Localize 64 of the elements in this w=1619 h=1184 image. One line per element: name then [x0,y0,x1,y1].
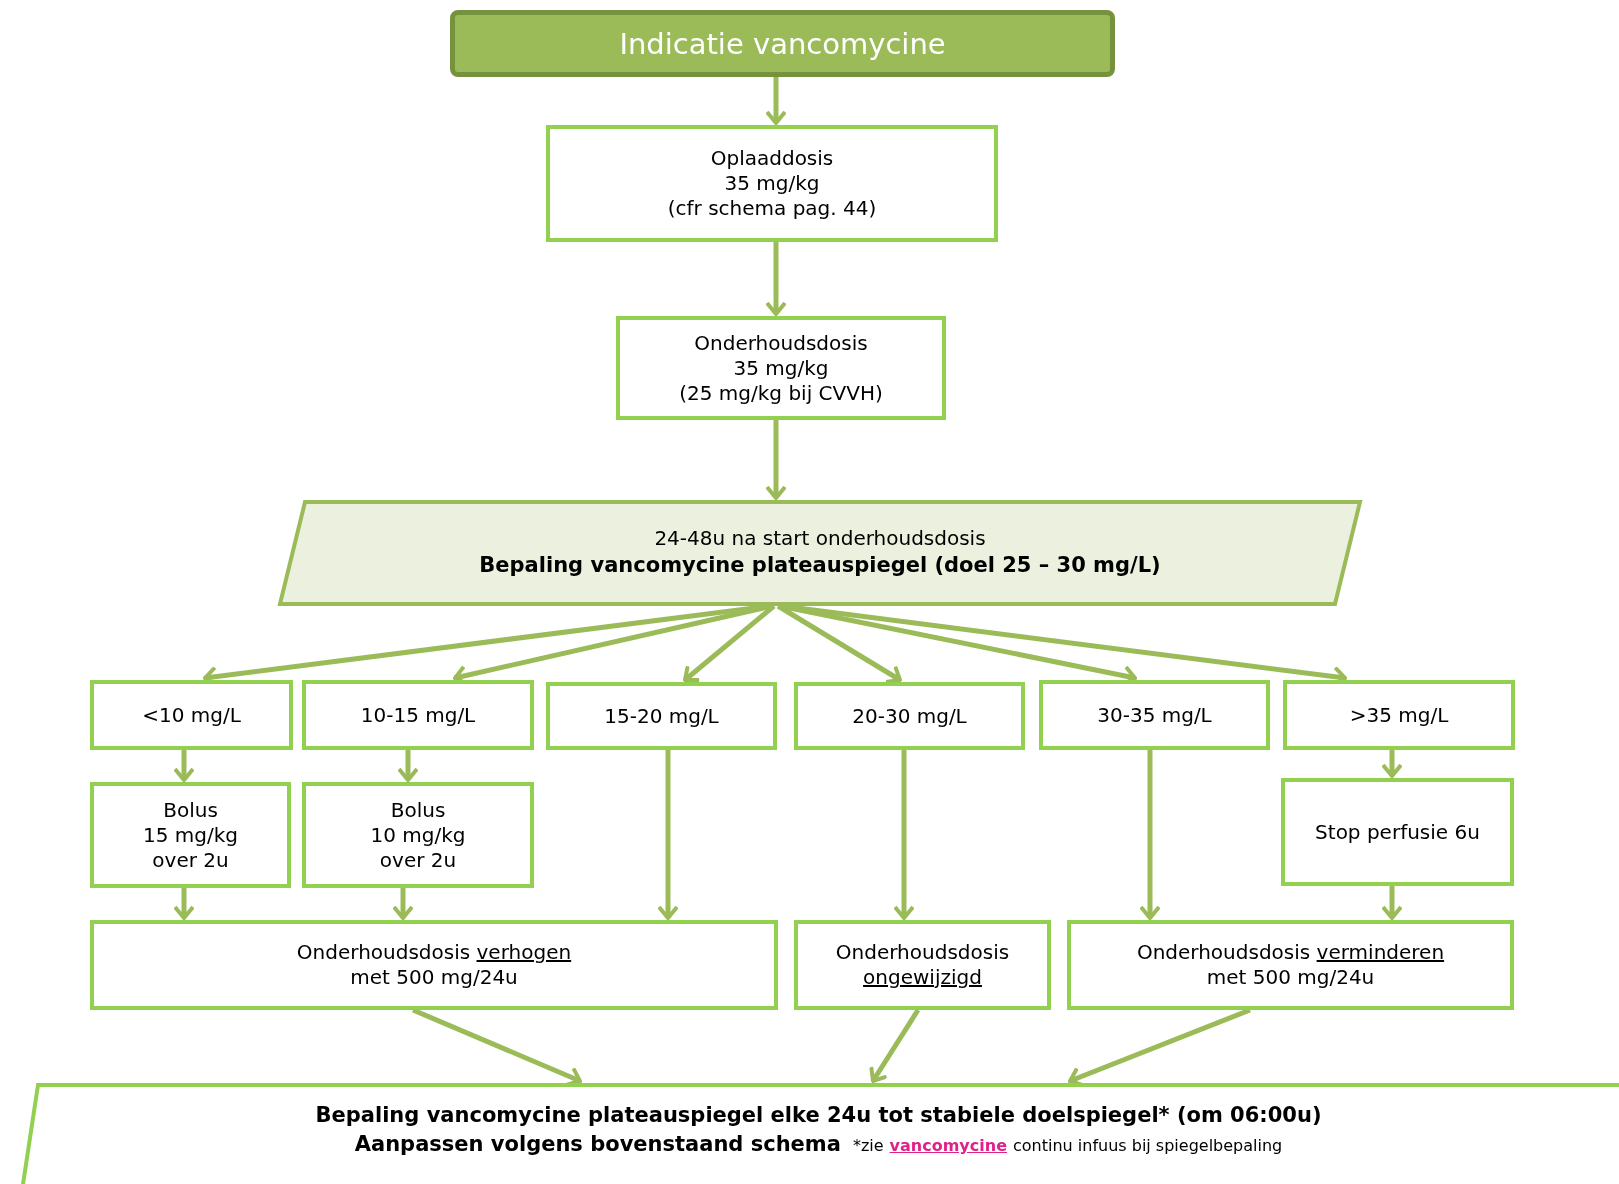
instruction-text: Aanpassen volgens bovenstaand schema [354,1131,841,1158]
process-box [90,920,778,1010]
box-text: over 2u [379,847,457,873]
link: vancomycine [889,1136,1007,1155]
arrow [765,242,787,316]
arrow [657,750,679,920]
title-box [450,10,1115,77]
box-text: 15 mg/kg [143,822,238,848]
box-text: over 2u [152,847,229,873]
box-text: Bepaling vancomycine plateauspiegel (doel 25 – 30 mg/L) [479,552,1161,579]
box-text: >35 mg/L [1349,702,1449,728]
arrow [1139,750,1161,920]
box-text: Bolus [390,797,446,823]
arrow [173,750,195,782]
box-text: Onderhoudsdosis [694,330,868,356]
box-text: <10 mg/L [142,702,241,728]
box-text: met 500 mg/24u [1206,965,1375,990]
box-text: Onderhoudsdosis verhogen [296,940,572,965]
box-text: 10-15 mg/L [360,702,476,728]
process-box [794,920,1051,1010]
arrow [1381,750,1403,778]
process-box [1283,680,1515,750]
arrow [392,888,414,920]
box-text: Bolus [163,797,218,823]
process-box [90,680,293,750]
process-box [1039,680,1270,750]
process-box [1281,778,1514,886]
footnote-text: *zie [852,1135,884,1157]
box-text: 35 mg/kg [733,355,829,381]
process-box [794,682,1025,750]
process-box [302,680,534,750]
box-text: Onderhoudsdosis verminderen [1136,940,1445,965]
process-box [546,682,777,750]
arrow [1381,886,1403,920]
box-text: met 500 mg/24u [350,965,518,990]
footnote-text: continu infuus bij spiegelbepaling [1013,1135,1283,1157]
arrow [765,77,787,125]
arrow [683,604,776,682]
box-text: Stop perfusie 6u [1315,819,1480,845]
box-text: (25 mg/kg bij CVVH) [679,380,883,406]
process-box [90,782,291,888]
box-text: 24-48u na start onderhoudsdosis [654,526,986,551]
title-text: Indicatie vancomycine [619,25,946,62]
box-text: 35 mg/kg [724,171,820,196]
box-text: 30-35 mg/L [1097,702,1212,728]
box-text: 20-30 mg/L [852,703,967,729]
decision-parallelogram [278,500,1362,606]
process-box [546,125,998,242]
box-text: Onderhoudsdosis [835,940,1010,965]
process-box [302,782,534,888]
box-text: 15-20 mg/L [604,703,719,729]
box-text: (cfr schema pag. 44) [667,196,877,221]
arrow [173,888,195,920]
box-text: ongewijzigd [863,965,982,990]
arrow [869,1008,921,1083]
instruction-parallelogram [18,1083,1619,1184]
arrow [397,750,419,782]
box-text: 10 mg/kg [370,822,466,848]
process-box [1067,920,1514,1010]
box-text: Oplaaddosis [710,146,834,171]
instruction-text: Bepaling vancomycine plateauspiegel elke 24u tot stabiele doelspiegel* (om 06:00u) [315,1102,1322,1129]
arrow [893,750,915,920]
arrow [765,420,787,500]
process-box [616,316,946,420]
